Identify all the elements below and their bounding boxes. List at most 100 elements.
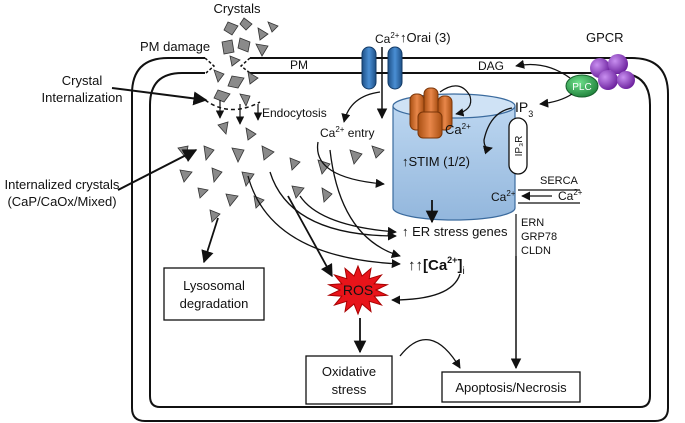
ca-serca-right-base: Ca [558,189,574,203]
ca-serca-left: Ca2+ [491,189,516,204]
crystal [231,147,245,163]
internalized-arrow [117,149,198,191]
apoptosis-box [441,371,581,403]
ip3-to-ip3r-arrow [482,107,513,155]
cai-to-ros-arrow [391,273,461,305]
crystal [217,121,229,135]
ca-entry-label: Ca2+ entry [320,125,374,140]
crystal [237,37,251,53]
ros-burst: ROS [326,264,390,316]
crystal [221,39,235,55]
plc-to-ip3-arrow [539,93,573,108]
ip3-sub: 3 [528,109,533,119]
ca-er-label: Ca2+ [445,122,471,137]
crystal [257,27,269,41]
crystal [229,55,241,67]
crystal [289,157,301,171]
ca-entry-base: Ca [320,126,336,140]
crystal [321,187,333,203]
ca-top-base: Ca [375,32,391,46]
crystals-to-cai-arrow [247,175,401,269]
stim-to-orai-link [439,85,472,117]
ros-label: ROS [343,282,373,298]
ca-top-label: Ca2+ [375,31,400,46]
crystal [291,185,305,199]
er-stress-label: ↑ ER stress genes [402,224,508,239]
crystal [225,193,239,207]
grp78-label: GRP78 [521,231,557,243]
ip3-base: IP [515,99,528,115]
cai-bracket: [Ca [423,257,448,274]
plc-to-dag-arrow [515,59,571,79]
pm-label: PM [290,58,308,72]
crystal [241,171,255,187]
ca-entry-tail: entry [344,126,374,140]
membrane-breach [204,57,251,74]
ca-serca-right-sup: 2+ [573,188,582,197]
crystal [203,145,215,161]
external-crystals [213,17,279,107]
crystal [371,145,385,159]
crystal [227,75,245,89]
ern-label: ERN [521,217,544,229]
internalization-arrow [111,87,208,106]
plc-label: PLC [572,82,591,93]
crystal [223,21,239,36]
ca-entry-sup: 2+ [335,125,344,134]
ca-er-sup: 2+ [462,122,471,131]
internalized-crystals-label-1: Internalized crystals [5,177,120,192]
ip3r-label: IP₃R [514,136,525,157]
crystal-internalization-label-1: Crystal [62,73,103,88]
cldn-label: CLDN [521,245,551,257]
oxidative-label-1: Oxidative [322,364,376,379]
endocytosis-label: Endocytosis [262,106,327,120]
endocytosis-curve [204,99,261,111]
entry-to-cai-arrow [329,149,401,258]
crystal [261,145,275,161]
ca-entry-to-er-arrow [316,141,385,188]
oxidative-to-apoptosis-arrow [399,339,461,369]
crystal [239,93,251,107]
plc-enzyme: PLC [565,74,599,98]
to-lysosome-arrow [201,217,219,264]
crystals-to-er-stress-arrow-2 [269,171,397,241]
pm-damage-label: PM damage [140,39,210,54]
oxidative-label-2: stress [332,382,367,397]
dag-label: DAG [478,59,504,73]
crystal [239,17,253,31]
lysosomal-label-2: degradation [180,296,249,311]
stim-label: ↑STIM (1/2) [402,154,470,169]
ca-serca-right: Ca2+ [558,188,583,203]
crystal [211,167,223,183]
apoptosis-label: Apoptosis/Necrosis [455,380,567,395]
crystal [255,43,269,57]
ca-serca-left-base: Ca [491,190,507,204]
crystal [317,159,331,175]
stim-protein [409,87,453,139]
crystal [197,187,209,199]
crystal [179,169,193,183]
crystal [245,127,257,141]
oxidative-box [305,355,393,405]
ip3-receptor: IP₃R [508,117,528,175]
crystal [213,69,225,83]
crystal [267,21,279,33]
crystals-label: Crystals [214,1,261,16]
crystal [247,71,259,85]
cai-sup: 2+ [447,255,457,265]
orai-label: ↑Orai (3) [400,30,451,45]
lysosomal-label-1: Lysosomal [183,278,245,293]
lysosomal-box [163,267,265,321]
crystal [213,89,231,103]
crystal-internalization-label-2: Internalization [42,90,123,105]
ca-top-sup: 2+ [390,31,399,40]
cai-arrows: ↑↑ [408,257,423,274]
ca-entry-arrow [341,91,381,123]
crystals-to-er-stress-arrow-1 [299,195,397,236]
cell-membrane [131,57,669,422]
gpcr-receptor [590,54,635,90]
ca-serca-left-sup: 2+ [506,189,515,198]
cai-close: ] [457,257,462,274]
cai-label: ↑↑[Ca2+]i [408,255,465,277]
